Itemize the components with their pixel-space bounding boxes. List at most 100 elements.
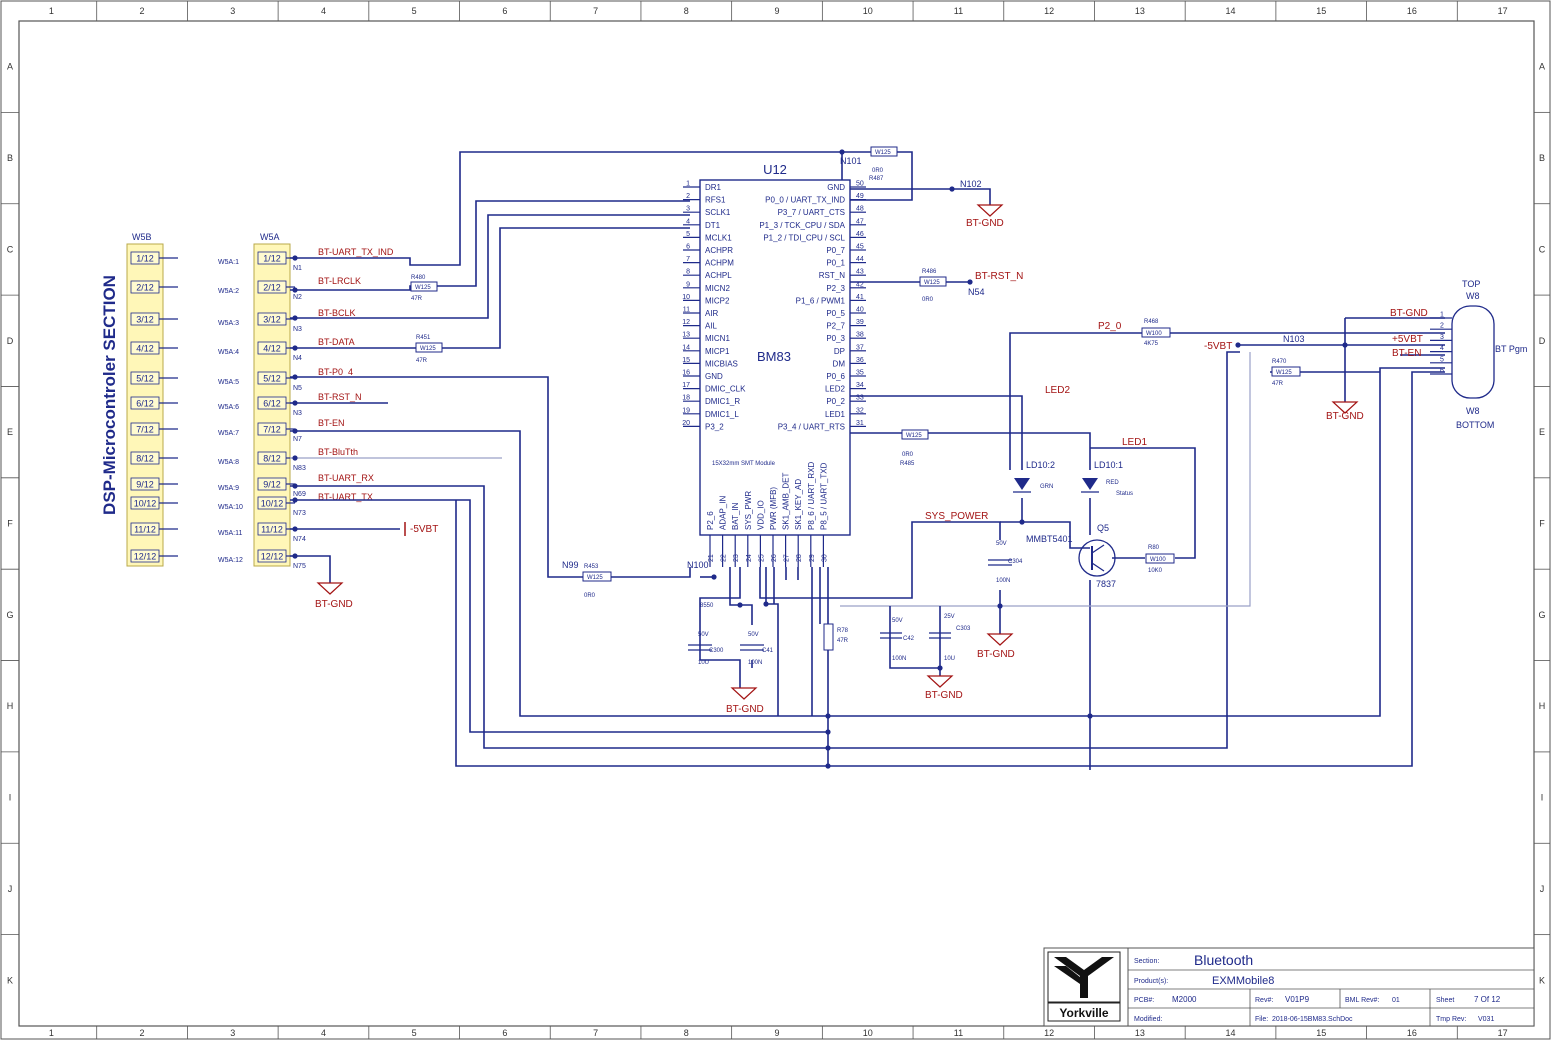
u12-bottom-pin-num: 26 xyxy=(771,554,778,562)
u12-right-pin-name: P0_1 xyxy=(826,259,845,268)
w5a-pin-label: 8/12 xyxy=(263,454,281,464)
w8-pin-num: 1 xyxy=(1440,312,1444,319)
capacitor-c304: C304 50V 100N xyxy=(988,541,1023,584)
column-label: 2 xyxy=(140,1028,145,1038)
column-label: 9 xyxy=(774,6,779,16)
svg-text:W100: W100 xyxy=(1146,331,1162,337)
u12-left-pin-name: MICN1 xyxy=(705,334,730,343)
u12-bottom-pin-num: 29 xyxy=(809,554,816,562)
svg-text:R470: R470 xyxy=(1272,359,1287,365)
tb-modified-key: Modified: xyxy=(1134,1016,1162,1023)
w5b-pin-label: 2/12 xyxy=(136,283,154,293)
u12-left-pin-num: 9 xyxy=(686,281,690,288)
column-label: 11 xyxy=(954,1028,963,1038)
column-label: 17 xyxy=(1498,6,1508,16)
u12-left-pin-num: 15 xyxy=(682,357,690,364)
tb-section-val: Bluetooth xyxy=(1194,952,1253,968)
net-bt-en-w8: BT-EN xyxy=(1392,348,1421,359)
u12-bottom-pin-num: 24 xyxy=(746,554,753,562)
u12-left-pin-name: RFS1 xyxy=(705,196,726,205)
column-label: 9 xyxy=(774,1028,779,1038)
w5a-node-label: N69 xyxy=(293,491,306,498)
u12-right-pin-num: 36 xyxy=(856,357,864,364)
svg-text:R80: R80 xyxy=(1148,545,1160,551)
tb-rev-val: V01P9 xyxy=(1285,995,1310,1004)
w5a-pin-label: 11/12 xyxy=(261,525,283,535)
w5b-pin-label: 9/12 xyxy=(136,480,154,490)
u12-right-pin-name: P0_6 xyxy=(826,372,845,381)
u12-right-pin-name: P3_4 / UART_RTS xyxy=(778,422,845,431)
w5a-net-label: BT-LRCLK xyxy=(318,276,361,286)
svg-text:BT-GND: BT-GND xyxy=(315,599,353,610)
row-label: J xyxy=(1540,884,1545,894)
w5a-ref: W5A:4 xyxy=(218,349,239,356)
u12-bottom-pin-name: ADAP_IN xyxy=(719,496,728,530)
w5a-node-label: N73 xyxy=(293,510,306,517)
u12-left-pin-num: 13 xyxy=(682,332,690,339)
u12-right-pin-name: P0_7 xyxy=(826,246,845,255)
u12-module-note: 15X32mm SMT Module xyxy=(712,461,776,467)
u12-left-pin-name: AIL xyxy=(705,322,718,331)
section-label: DSP-Microcontroler SECTION xyxy=(100,275,119,515)
svg-text:BT-GND: BT-GND xyxy=(726,704,764,715)
column-label: 2 xyxy=(140,6,145,16)
u12-bottom-pin-name: P8_5 / UART_TXD xyxy=(819,462,828,530)
net-neg5vbt: -5VBT xyxy=(1204,341,1232,352)
svg-text:7837: 7837 xyxy=(1096,579,1116,589)
column-label: 12 xyxy=(1044,1028,1054,1038)
u12-right-pin-name: LED2 xyxy=(825,385,846,394)
w5a-net-label: BT-DATA xyxy=(318,337,355,347)
w5a-pin-label: 5/12 xyxy=(263,374,281,384)
column-label: 14 xyxy=(1226,6,1236,16)
svg-text:0R0: 0R0 xyxy=(922,297,934,303)
u12-bottom-pin-name: P2_6 xyxy=(706,511,715,530)
column-label: 16 xyxy=(1407,1028,1417,1038)
w5a-ref: W5A:8 xyxy=(218,459,239,466)
svg-text:BT-GND: BT-GND xyxy=(925,690,963,701)
row-label: F xyxy=(7,519,13,529)
gnd-w8: BT-GND xyxy=(1326,401,1364,422)
u12-right-pin-name: GND xyxy=(827,183,845,192)
w8-pin-num: 6 xyxy=(1440,368,1444,375)
u12-left-pin-num: 20 xyxy=(682,420,690,427)
column-label: 17 xyxy=(1498,1028,1508,1038)
row-label: C xyxy=(7,244,14,254)
w5b-pin-label: 10/12 xyxy=(134,499,157,509)
w5b-pin-label: 12/12 xyxy=(134,552,157,562)
u12-left-pin-num: 8 xyxy=(686,269,690,276)
svg-text:R480: R480 xyxy=(411,275,426,281)
w5a-net-label: BT-P0_4 xyxy=(318,367,353,377)
column-label: 5 xyxy=(412,1028,417,1038)
u12-left-pin-num: 2 xyxy=(686,193,690,200)
resistor-r78: R78 47R xyxy=(823,623,849,651)
w5b-pin-label: 5/12 xyxy=(136,374,154,384)
tb-bml-val: 01 xyxy=(1392,997,1400,1004)
u12-left-pin-name: ACHPM xyxy=(705,259,734,268)
w5b-title: W5B xyxy=(132,232,152,242)
svg-text:-5VBT: -5VBT xyxy=(410,524,438,535)
u12-bottom-pin-num: 28 xyxy=(796,554,803,562)
svg-text:C41: C41 xyxy=(762,648,774,654)
row-label: A xyxy=(7,62,13,72)
w5a-pin-label: 6/12 xyxy=(263,399,281,409)
u12-left-pin-name: MICP1 xyxy=(705,347,730,356)
w5a-node-label: N4 xyxy=(293,355,302,362)
node-labels: N101 N102 N54 N103 N99 N100 xyxy=(562,156,1305,570)
row-label: E xyxy=(7,427,13,437)
u12-bottom-pin-num: 22 xyxy=(721,554,728,562)
column-label: 4 xyxy=(321,6,326,16)
row-label: G xyxy=(1538,610,1545,620)
column-label: 13 xyxy=(1135,6,1145,16)
gnd-symbols: BT-GND BT-GND BT-GND BT-GND BT-GND BT-GN… xyxy=(315,204,1364,715)
u12-bottom-pin-num: 25 xyxy=(758,554,765,562)
svg-text:R485: R485 xyxy=(900,461,915,467)
resistor-r486: R486 W125 0R0 xyxy=(919,269,947,303)
svg-text:LD10:2: LD10:2 xyxy=(1026,460,1055,470)
svg-text:W8: W8 xyxy=(1466,291,1480,301)
u12-left-pin-num: 19 xyxy=(682,407,690,414)
svg-text:R487: R487 xyxy=(869,176,884,182)
